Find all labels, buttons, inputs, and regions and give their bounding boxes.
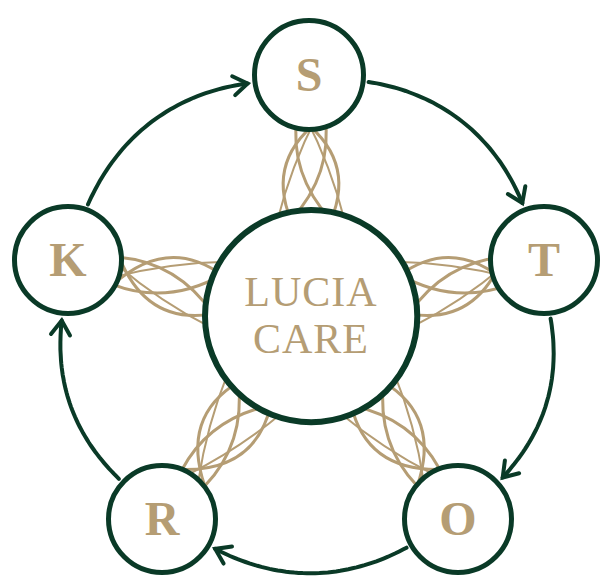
stage-circle: K [12,204,124,316]
arrow-head [215,547,232,564]
arrow-head [51,321,70,336]
arrow-arc [60,321,119,479]
stage-letter: S [296,48,323,102]
brand-name: LUCIA CARE [226,269,396,363]
center-circle: LUCIA CARE [202,207,420,425]
stage-letter: K [49,233,86,287]
arrow-arc [369,82,523,203]
cycle-arrow [369,82,526,203]
stage-letter: T [528,233,560,287]
stage-circle: S [252,18,366,132]
circle-ring [205,210,417,422]
stage-letter: R [145,492,180,546]
stage-circle: O [402,463,514,575]
circle-ring [109,466,216,573]
arrow-head [508,186,525,203]
cycle-arrow [215,547,406,574]
arrow-arc [88,84,248,205]
cycle-arrow [503,319,554,478]
cycle-arrow [88,76,248,204]
stage-circle: R [106,463,218,575]
circle-ring [405,466,512,573]
arrow-head [232,76,247,95]
stage-circle: T [488,204,600,316]
arrow-arc [215,548,406,574]
stage-letter: O [439,492,476,546]
circle-ring [491,207,598,314]
circle-ring [15,207,122,314]
arrow-head [503,461,519,478]
cycle-arrow [51,321,119,479]
arrow-arc [503,319,554,478]
circle-ring [255,21,364,130]
